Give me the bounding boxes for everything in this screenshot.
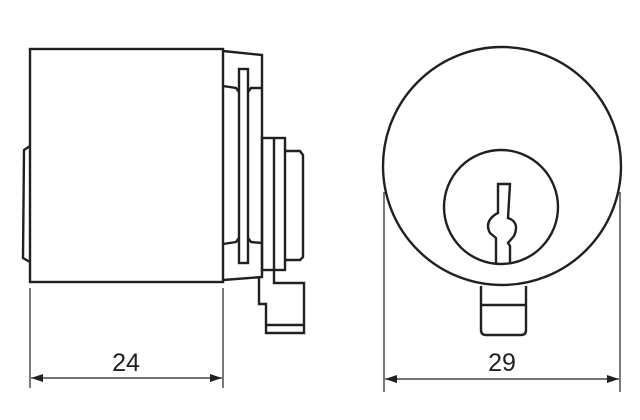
- flange-notches: [222, 84, 263, 246]
- dimension-label-24: 24: [112, 349, 140, 377]
- plug-face: [285, 149, 305, 262]
- rear-cap: [21, 145, 31, 264]
- cam-tab-front: [479, 286, 528, 337]
- front-view: 29: [381, 45, 623, 392]
- plug-circle: [442, 148, 560, 266]
- cylinder-body: [28, 47, 225, 284]
- dimension-label-29: 29: [488, 349, 516, 377]
- cylinder-face: [381, 45, 623, 287]
- cam-tab: [257, 270, 306, 335]
- keyway: [486, 182, 518, 263]
- flange-ring: [237, 67, 250, 265]
- side-view: 24: [21, 47, 306, 388]
- flange: [222, 49, 264, 282]
